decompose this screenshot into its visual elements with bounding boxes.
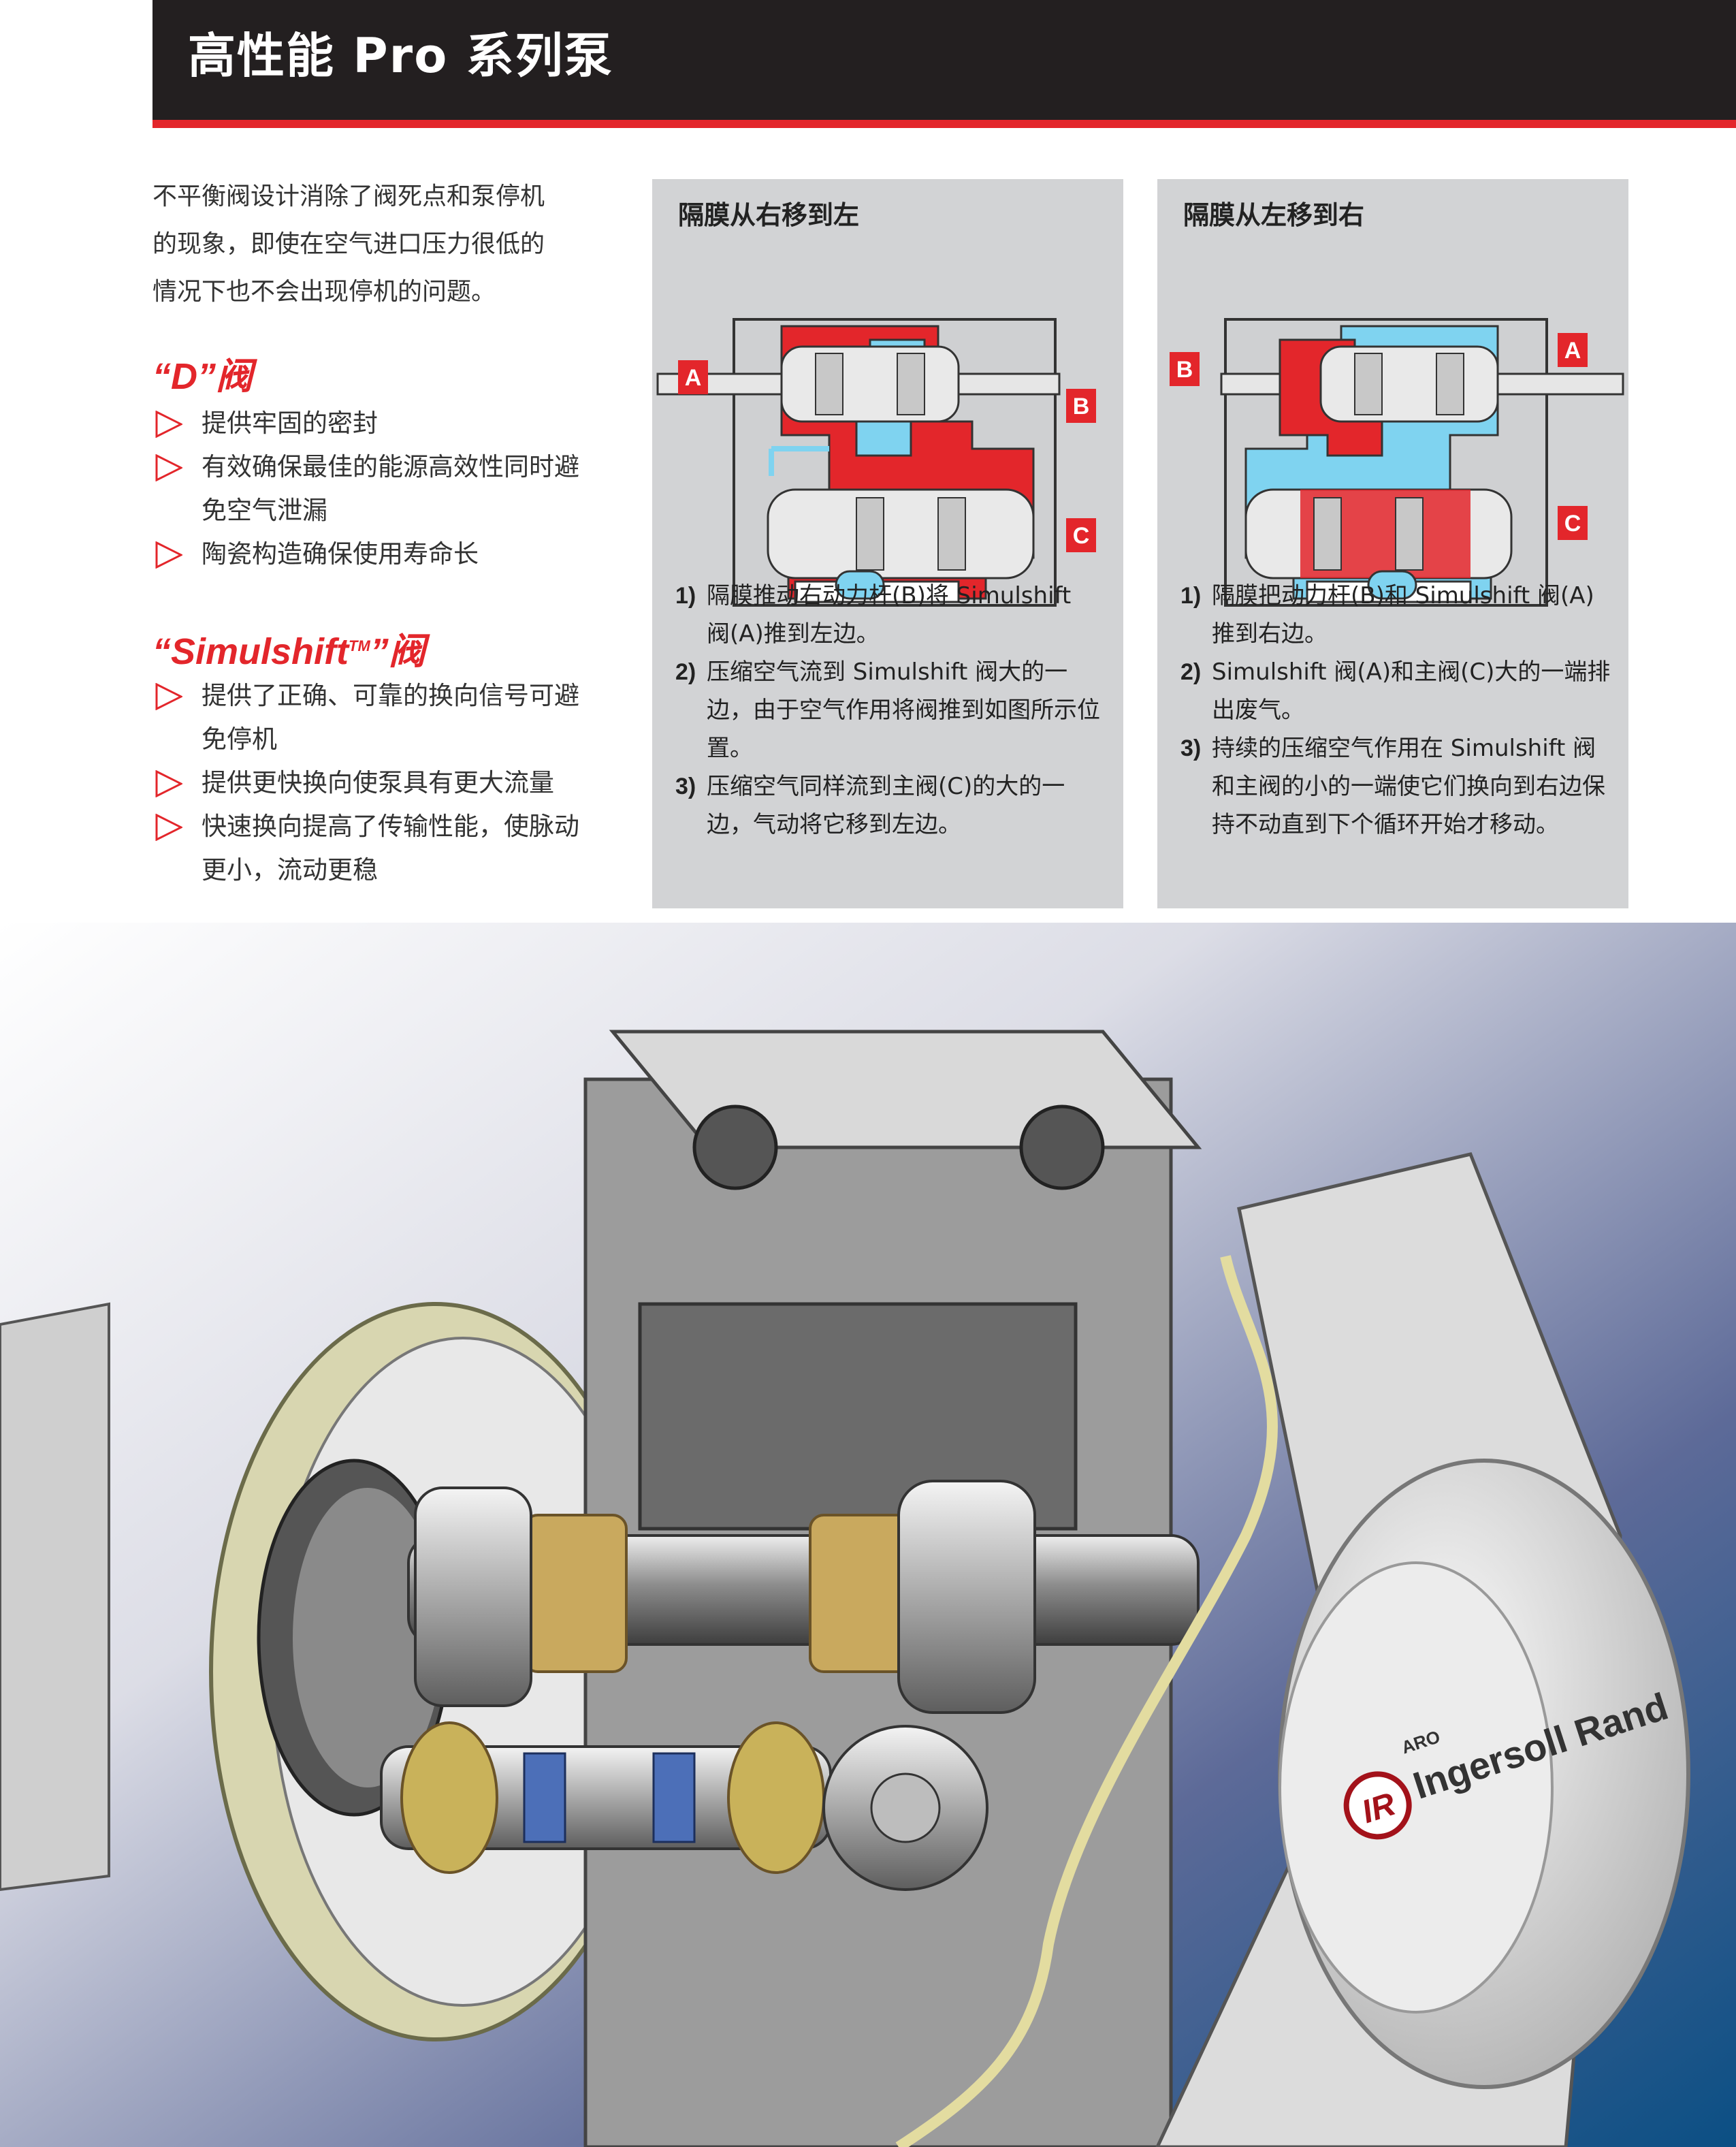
step-number: 2) (675, 659, 696, 685)
header-red-rule (152, 120, 1736, 128)
triangle-bullet-icon (155, 814, 182, 841)
step-item: 2) Simulshift 阀(A)和主阀(C)大的一端排出废气。 (1157, 653, 1615, 729)
triangle-bullet-icon (155, 541, 182, 569)
bullet-item: 提供了正确、可靠的换向信号可避 免停机 (152, 674, 629, 761)
step-item: 3) 压缩空气同样流到主阀(C)的大的一边，气动将它移到左边。 (652, 767, 1102, 844)
label-c: C (1073, 523, 1090, 549)
valve-flow-diagram: A B C (656, 318, 1096, 607)
step-number: 3) (675, 774, 696, 799)
bullet-text: 提供更快换向使泵具有更大流量 (202, 768, 554, 797)
step-number: 2) (1180, 659, 1202, 685)
label-c-box (1558, 506, 1588, 540)
simulshift-title: “SimulshiftTM”阀 (152, 621, 425, 675)
label-b: B (1073, 394, 1090, 419)
step-number: 3) (1180, 735, 1202, 761)
simulshift-bullets: 提供了正确、可靠的换向信号可避 免停机 提供更快换向使泵具有更大流量 快速换向提… (152, 674, 629, 892)
triangle-bullet-icon (155, 770, 182, 797)
intro-line: 的现象，即使在空气进口压力很低的 (152, 230, 545, 258)
step-text: 压缩空气同样流到主阀(C)的大的一边，气动将它移到左边。 (707, 773, 1065, 838)
label-a-box (678, 360, 708, 394)
intro-paragraph: 不平衡阀设计消除了阀死点和泵停机 的现象，即使在空气进口压力很低的 情况下也不会… (152, 173, 615, 316)
bullet-text: 有效确保最佳的能源高效性同时避 (202, 452, 579, 481)
bullet-item: 陶瓷构造确保使用寿命长 (152, 532, 629, 576)
step-item: 3) 持续的压缩空气作用在 Simulshift 阀和主阀的小的一端使它们换向到右… (1157, 729, 1615, 844)
bullet-text: 快速换向提高了传输性能，使脉动 (202, 812, 579, 841)
panel-steps: 1) 隔膜推动右动力杆(B)将 Simulshift 阀(A)推到左边。 2) 压缩… (652, 577, 1102, 844)
simulshift-title-main: “Simulshift (152, 631, 349, 672)
bullet-text: 提供牢固的密封 (202, 409, 378, 438)
triangle-bullet-icon (155, 683, 182, 710)
step-text: 压缩空气流到 Simulshift 阀大的一边，由于空气作用将阀推到如图所示位置… (707, 658, 1100, 762)
step-text: 持续的压缩空气作用在 Simulshift 阀和主阀的小的一端使它们换向到右边保… (1212, 735, 1605, 838)
panel-title: 隔膜从左移到右 (1183, 200, 1365, 230)
triangle-bullet-icon (155, 454, 182, 481)
step-number: 1) (1180, 583, 1202, 609)
bullet-item: 有效确保最佳的能源高效性同时避 免空气泄漏 (152, 445, 629, 532)
step-number: 1) (675, 583, 696, 609)
intro-line: 情况下也不会出现停机的问题。 (152, 278, 496, 306)
step-item: 1) 隔膜把动力杆(B)和 Simulshift 阀(A)推到右边。 (1157, 577, 1615, 653)
bullet-text-cont: 免空气泄漏 (202, 496, 327, 525)
valve-flow-diagram: B A C (1170, 318, 1624, 607)
bullet-item: 提供更快换向使泵具有更大流量 (152, 761, 629, 805)
label-b-box (1066, 389, 1096, 423)
bullet-text: 陶瓷构造确保使用寿命长 (202, 539, 479, 569)
bullet-text: 提供了正确、可靠的换向信号可避 (202, 681, 579, 710)
triangle-bullet-icon (155, 411, 182, 438)
page-title: 高性能 Pro 系列泵 (188, 28, 613, 84)
label-b: B (1176, 357, 1193, 383)
ir-logo-icon (1343, 1771, 1412, 1840)
label-a-box (1558, 333, 1588, 367)
step-item: 2) 压缩空气流到 Simulshift 阀大的一边，由于空气作用将阀推到如图所示… (652, 653, 1102, 767)
bullet-text-cont: 更小，流动更稳 (202, 855, 378, 885)
step-item: 1) 隔膜推动右动力杆(B)将 Simulshift 阀(A)推到左边。 (652, 577, 1102, 653)
bullet-item: 提供牢固的密封 (152, 402, 629, 445)
valve-panel-left-to-right: 隔膜从左移到右 B A C 1) 隔膜把动力杆(B)和 Simulshift 阀(… (1157, 179, 1628, 908)
label-a: A (1564, 338, 1581, 364)
d-valve-bullets: 提供牢固的密封 有效确保最佳的能源高效性同时避 免空气泄漏 陶瓷构造确保使用寿命… (152, 402, 629, 576)
panel-steps: 1) 隔膜把动力杆(B)和 Simulshift 阀(A)推到右边。 2) Simu… (1157, 577, 1615, 844)
pump-cutaway-illustration: IR ARO Ingersoll Rand (0, 923, 1736, 2147)
label-c-box (1066, 518, 1096, 552)
step-text: Simulshift 阀(A)和主阀(C)大的一端排出废气。 (1212, 658, 1611, 724)
bullet-text-cont: 免停机 (202, 725, 277, 754)
trademark-mark: TM (349, 637, 370, 654)
label-a: A (685, 365, 702, 391)
step-text: 隔膜推动右动力杆(B)将 Simulshift 阀(A)推到左边。 (707, 582, 1072, 648)
intro-line: 不平衡阀设计消除了阀死点和泵停机 (152, 182, 545, 210)
simulshift-title-end: ”阀 (370, 631, 425, 672)
valve-panel-right-to-left: 隔膜从右移到左 A B C 1) 隔膜推动右动力杆(B)将 Simulshift … (652, 179, 1123, 908)
label-b-box (1170, 352, 1200, 386)
d-valve-title: “D”阀 (152, 356, 253, 397)
page-header: 高性能 Pro 系列泵 (152, 0, 1736, 120)
step-text: 隔膜把动力杆(B)和 Simulshift 阀(A)推到右边。 (1212, 582, 1594, 648)
panel-title: 隔膜从右移到左 (678, 200, 860, 230)
bullet-item: 快速换向提高了传输性能，使脉动 更小，流动更稳 (152, 805, 629, 892)
label-c: C (1564, 511, 1581, 537)
